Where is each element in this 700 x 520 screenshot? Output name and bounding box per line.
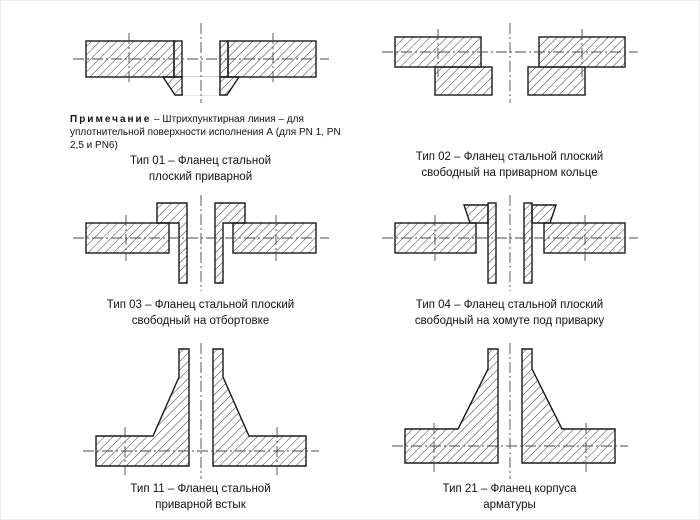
flange-drawing-type-21 — [391, 343, 628, 479]
caption-line-2: свободный на приварном кольце — [421, 166, 598, 179]
caption-line-2: приварной встык — [155, 499, 246, 512]
flange-drawing-type-01 — [72, 23, 329, 103]
caption-line-2: арматуры — [483, 499, 536, 512]
flange-drawing-type-11 — [82, 343, 319, 479]
figure-cell-type-02: Тип 02 – Фланец стальной плоский свободн… — [365, 11, 654, 185]
figure-cell-type-03: Тип 03 – Фланец стальной плоский свободн… — [56, 185, 345, 333]
centerlines — [381, 23, 638, 103]
caption-line-2: плоский приварной — [148, 170, 253, 183]
figure-cell-type-11: Тип 11 – Фланец стальной приварной встык — [56, 333, 345, 513]
figure-cell-type-01: Примечание – Штрихпунктирная линия – для… — [56, 11, 345, 185]
caption-line-1: Тип 01 – Фланец стальной — [129, 154, 272, 167]
figure-caption-type-04: Тип 04 – Фланец стальной плоский свободн… — [415, 297, 604, 333]
caption-line-1: Тип 03 – Фланец стальной плоский — [106, 298, 295, 311]
centerlines — [391, 343, 628, 479]
flange-drawing-type-03 — [72, 195, 329, 291]
flange-drawing-type-02 — [381, 23, 638, 103]
flange-section — [84, 40, 317, 96]
figure-caption-type-21: Тип 21 – Фланец корпуса арматуры — [443, 481, 577, 517]
caption-line-1: Тип 11 – Фланец стальной — [130, 483, 271, 495]
figure-caption-type-03: Тип 03 – Фланец стальной плоский свободн… — [107, 297, 294, 333]
caption-line-2: свободный на отбортовке — [131, 314, 270, 327]
centerlines — [72, 23, 329, 103]
caption-line-1: Тип 04 – Фланец стальной плоский — [415, 298, 604, 311]
note: Примечание – Штрихпунктирная линия – для… — [70, 113, 342, 153]
note-text: – Штрихпунктирная линия – для уплотнител… — [70, 114, 341, 152]
caption-line-1: Тип 21 – Фланец корпуса — [442, 483, 577, 495]
centerlines — [381, 195, 638, 291]
figure-caption-type-01: Тип 01 – Фланец стальной плоский приварн… — [130, 153, 271, 189]
figure-caption-type-02: Тип 02 – Фланец стальной плоский свободн… — [416, 149, 603, 185]
caption-line-2: свободный на хомуте под приварку — [414, 314, 605, 327]
note-label: Примечание — [70, 114, 152, 125]
centerlines — [82, 343, 319, 479]
figures-grid: Примечание – Штрихпунктирная линия – для… — [56, 11, 654, 513]
figure-cell-type-21: Тип 21 – Фланец корпуса арматуры — [365, 333, 654, 513]
caption-line-1: Тип 02 – Фланец стальной плоский — [415, 150, 604, 163]
centerlines — [72, 195, 329, 291]
figure-cell-type-04: Тип 04 – Фланец стальной плоский свободн… — [365, 185, 654, 333]
flange-drawing-type-04 — [381, 195, 638, 291]
figure-caption-type-11: Тип 11 – Фланец стальной приварной встык — [130, 481, 270, 517]
